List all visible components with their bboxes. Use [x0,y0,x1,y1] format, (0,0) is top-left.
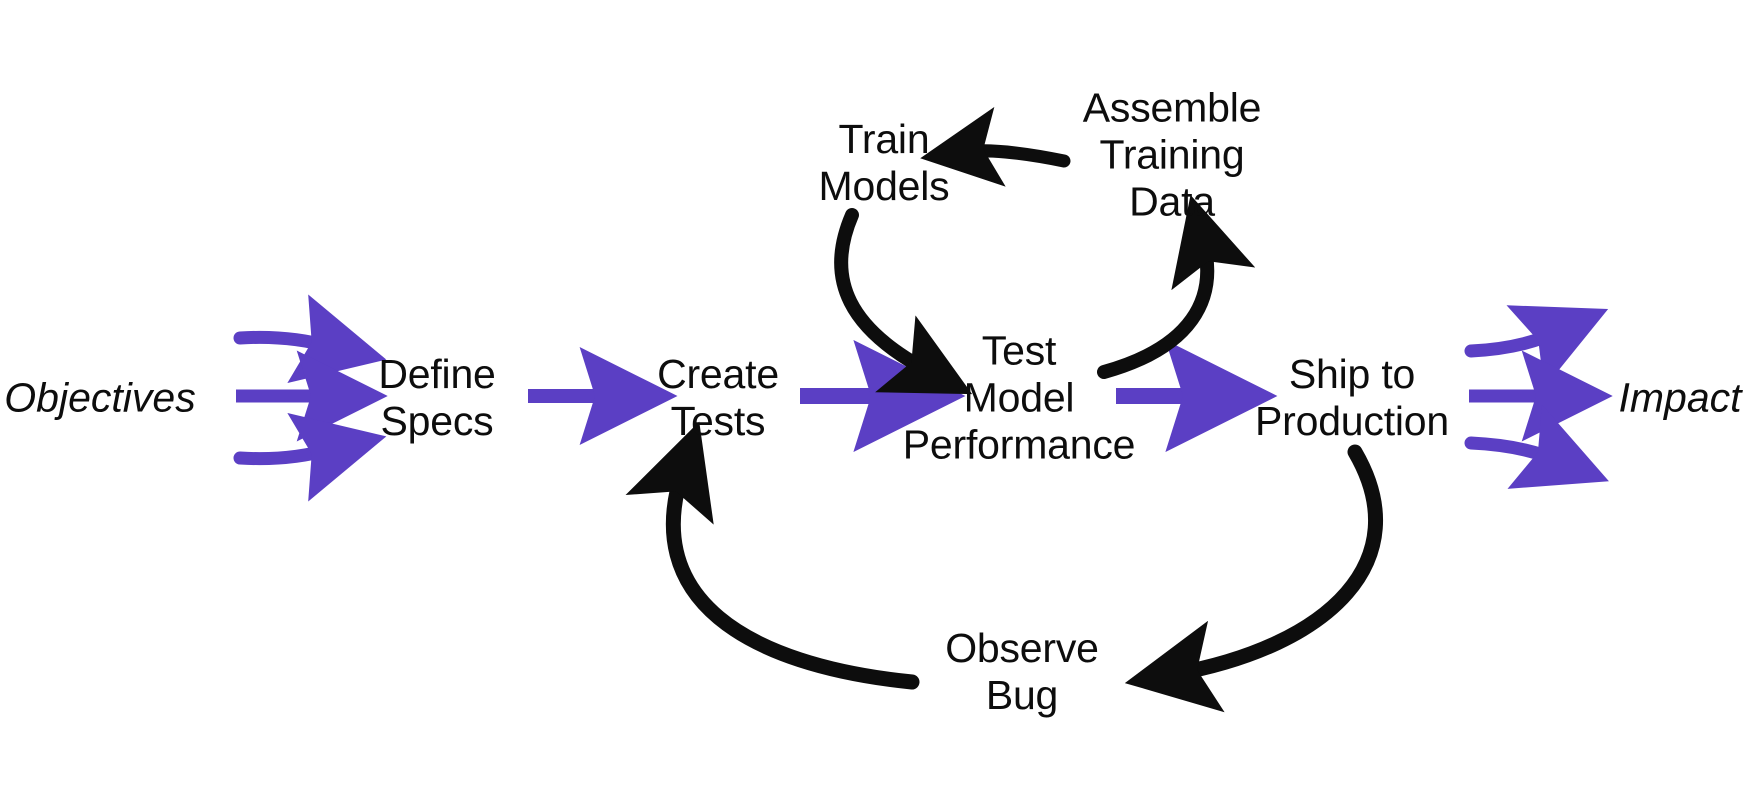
edge-observebug-to-tests [625,421,920,690]
edge-ship-to-impact-lower [1464,404,1609,489]
edge-testmodel-to-assemble [1097,195,1256,379]
edge-assemble-to-train [920,106,1071,187]
edge-train-to-testmodel [834,208,973,395]
edge-ship-to-observebug [1124,444,1383,713]
edge-objectives-to-specs-upper [233,294,387,384]
edge-ship-to-impact-upper [1464,305,1609,389]
edge-objectives-to-specs-lower [233,412,387,502]
